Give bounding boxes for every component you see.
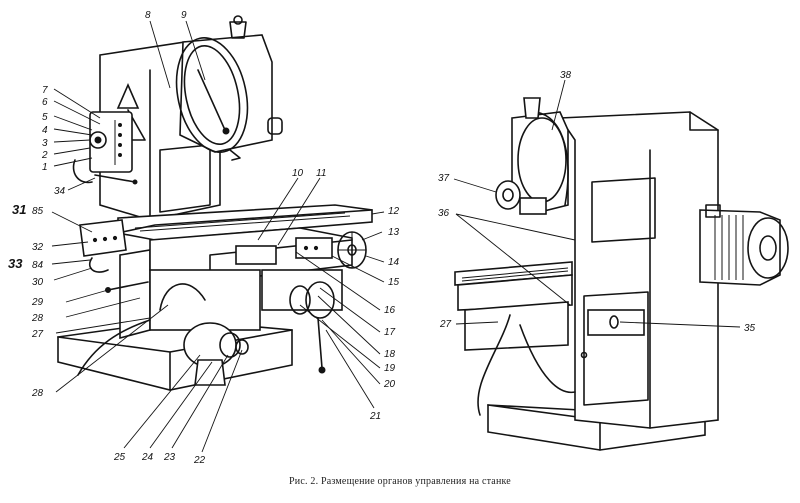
callout-1: 1 bbox=[42, 162, 48, 173]
figure-caption: Рис. 2. Размещение органов управления на… bbox=[289, 476, 511, 487]
callout-30: 30 bbox=[32, 277, 44, 288]
callout-19: 19 bbox=[384, 363, 396, 374]
callout-13: 13 bbox=[388, 227, 400, 238]
callout-7: 7 bbox=[42, 85, 48, 96]
callout-32: 32 bbox=[32, 242, 44, 253]
callout-10: 10 bbox=[292, 168, 304, 179]
callout-8: 8 bbox=[145, 10, 151, 21]
callout-27-right: 27 bbox=[439, 319, 452, 330]
callout-9: 9 bbox=[181, 10, 187, 21]
callout-16: 16 bbox=[384, 305, 396, 316]
callout-23: 23 bbox=[163, 452, 176, 463]
callout-29: 29 bbox=[31, 297, 44, 308]
callout-15: 15 bbox=[388, 277, 400, 288]
right-machine-view bbox=[454, 97, 789, 451]
callout-33: 33 bbox=[8, 256, 23, 271]
callout-35: 35 bbox=[744, 323, 756, 334]
callout-20: 20 bbox=[383, 379, 396, 390]
callout-labels: 7 6 5 4 3 2 1 34 8 9 31 85 32 33 84 30 2… bbox=[8, 10, 756, 466]
callout-22: 22 bbox=[193, 455, 206, 466]
callout-85: 85 bbox=[32, 206, 44, 217]
callout-27: 27 bbox=[31, 329, 44, 340]
left-machine-view bbox=[57, 15, 373, 391]
right-column bbox=[558, 111, 719, 429]
callout-34: 34 bbox=[54, 186, 66, 197]
callout-84: 84 bbox=[32, 260, 44, 271]
callout-38: 38 bbox=[560, 70, 572, 81]
leader-lines bbox=[51, 20, 741, 453]
callout-3: 3 bbox=[42, 138, 48, 149]
left-head bbox=[179, 34, 273, 153]
callout-25: 25 bbox=[113, 452, 126, 463]
callout-37: 37 bbox=[438, 173, 450, 184]
callout-11: 11 bbox=[316, 168, 326, 179]
callout-31: 31 bbox=[12, 202, 26, 217]
callout-4: 4 bbox=[42, 125, 48, 136]
callout-14: 14 bbox=[388, 257, 400, 268]
callout-17: 17 bbox=[384, 327, 396, 338]
callout-12: 12 bbox=[388, 206, 400, 217]
right-motor bbox=[699, 209, 781, 286]
callout-18: 18 bbox=[384, 349, 396, 360]
callout-6: 6 bbox=[42, 97, 48, 108]
callout-2: 2 bbox=[41, 150, 48, 161]
callout-21: 21 bbox=[369, 411, 381, 422]
callout-24: 24 bbox=[141, 452, 154, 463]
callout-5: 5 bbox=[42, 112, 48, 123]
callout-28b: 28 bbox=[31, 388, 44, 399]
callout-28a: 28 bbox=[31, 313, 44, 324]
callout-36: 36 bbox=[438, 208, 450, 219]
